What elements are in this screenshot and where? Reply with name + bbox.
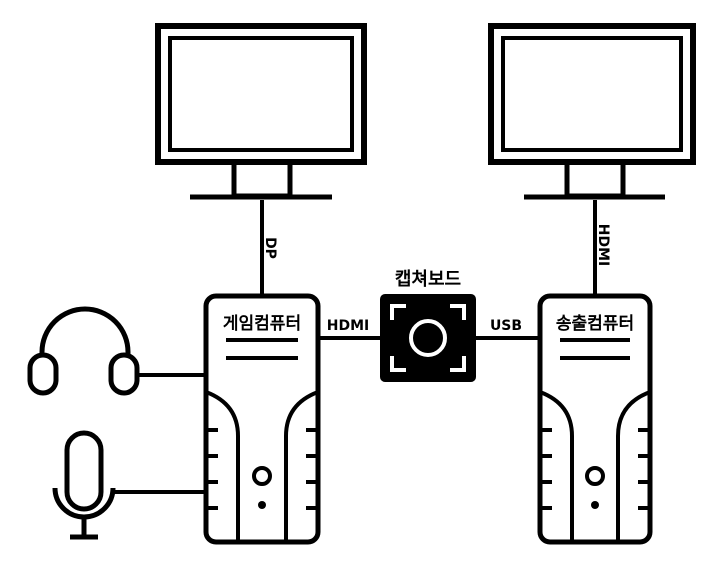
stream-pc-case	[537, 293, 653, 545]
game-pc-label: 게임컴퓨터	[223, 313, 301, 334]
pc-tower-icon	[537, 293, 653, 545]
led-dot	[258, 501, 266, 509]
monitor-icon	[488, 23, 696, 200]
cables	[115, 200, 597, 494]
headphones-icon	[27, 306, 140, 396]
link-label-capture-stream: USB	[490, 318, 522, 334]
game-pc-case	[203, 293, 321, 545]
capture-board	[380, 294, 476, 382]
stream-pc-label: 송출컴퓨터	[556, 313, 634, 334]
power-button	[252, 466, 272, 486]
pc-tower-icon	[203, 293, 321, 545]
led-dot	[591, 501, 599, 509]
link-label-stream-monitor: HDMI	[595, 224, 611, 266]
link-label-game-monitor: DP	[262, 237, 278, 259]
camera-icon	[390, 304, 466, 372]
link-label-game-capture: HDMI	[327, 318, 369, 334]
power-button	[585, 466, 605, 486]
capture-board-label: 캡쳐보드	[395, 269, 461, 290]
microphone-icon	[52, 430, 116, 540]
monitor-icon	[155, 23, 367, 200]
